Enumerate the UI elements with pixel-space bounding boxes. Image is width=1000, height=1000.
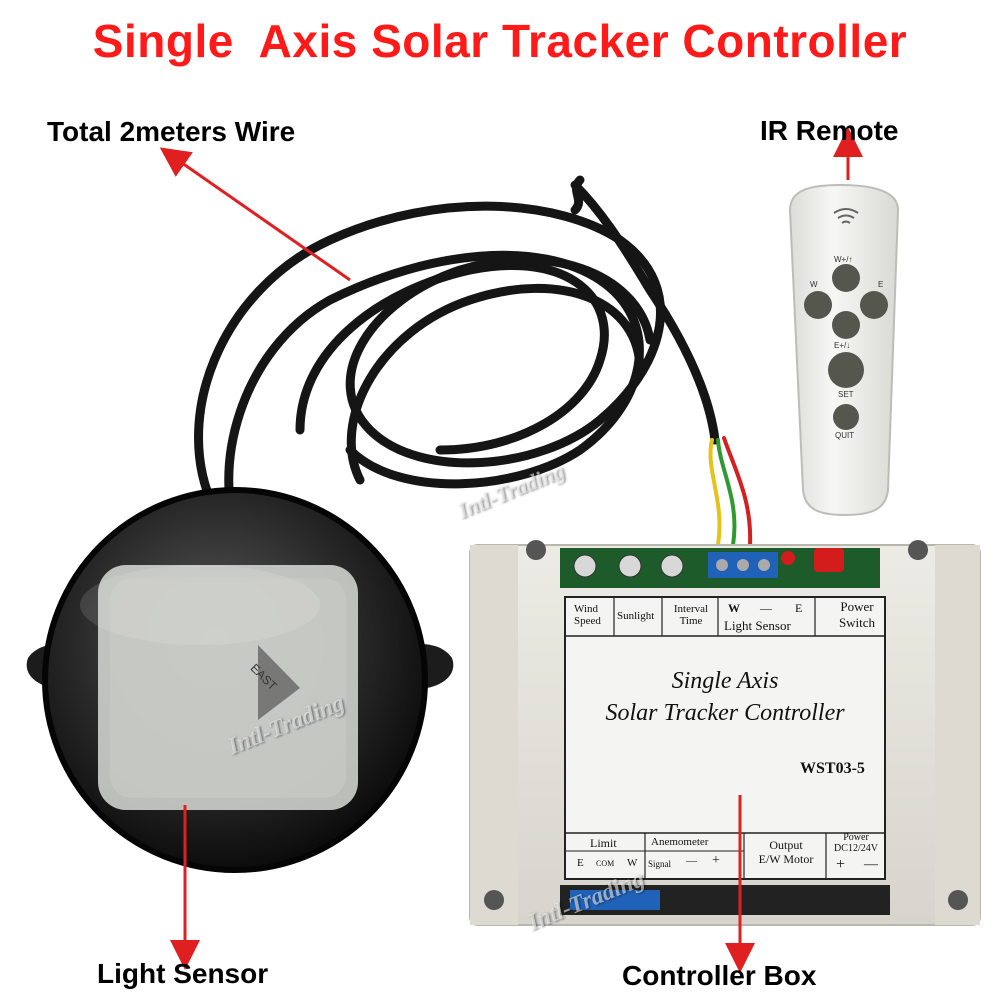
label-e: E bbox=[795, 601, 803, 615]
remote-label-up: W+/↑ bbox=[834, 255, 853, 264]
controller-box bbox=[469, 540, 981, 926]
label-interval-time: Interval Time bbox=[673, 603, 709, 627]
label-output: Output E/W Motor bbox=[758, 838, 814, 866]
label-sunlight: Sunlight bbox=[617, 610, 655, 622]
remote-label-down: E+/↓ bbox=[834, 341, 851, 350]
remote-label-quit: QUIT bbox=[835, 431, 855, 440]
label-dash: — bbox=[760, 601, 772, 615]
callout-arrows bbox=[159, 127, 863, 973]
wire-leads bbox=[708, 436, 753, 547]
label-limit-com: COM bbox=[596, 859, 615, 868]
label-power-plus: + bbox=[836, 856, 846, 873]
controller-name-line2: Solar Tracker Controller bbox=[605, 700, 845, 726]
label-limit-e: E bbox=[577, 857, 584, 869]
label-limit-w: W bbox=[627, 857, 638, 869]
controller-model: WST03-5 bbox=[800, 760, 865, 777]
label-power: Power DC12/24V bbox=[834, 832, 878, 854]
ir-remote bbox=[788, 183, 900, 517]
label-w: W bbox=[728, 601, 740, 615]
remote-label-w: W bbox=[810, 280, 818, 289]
callout-ir-remote: IR Remote bbox=[760, 115, 899, 146]
callout-light-sensor: Light Sensor bbox=[97, 958, 269, 989]
light-sensor bbox=[26, 487, 454, 873]
page-title: Single Axis Solar Tracker Controller bbox=[92, 15, 908, 67]
label-signal: Signal bbox=[648, 859, 672, 869]
label-anem-plus: + bbox=[712, 853, 720, 868]
label-power-minus: — bbox=[864, 857, 878, 872]
label-anem-minus: — bbox=[686, 855, 697, 867]
label-limit: Limit bbox=[590, 836, 617, 850]
callout-controller-box: Controller Box bbox=[622, 960, 817, 991]
cable-coil bbox=[194, 175, 720, 545]
remote-label-set: SET bbox=[838, 390, 854, 399]
label-wind-speed: Wind Speed bbox=[574, 603, 601, 627]
callout-wire: Total 2meters Wire bbox=[47, 116, 296, 147]
label-anemometer: Anemometer bbox=[651, 836, 709, 848]
label-light-sensor: Light Sensor bbox=[724, 618, 791, 633]
label-power-switch: Power Switch bbox=[838, 599, 876, 630]
remote-label-e: E bbox=[878, 280, 884, 289]
controller-name-line1: Single Axis bbox=[671, 668, 779, 694]
